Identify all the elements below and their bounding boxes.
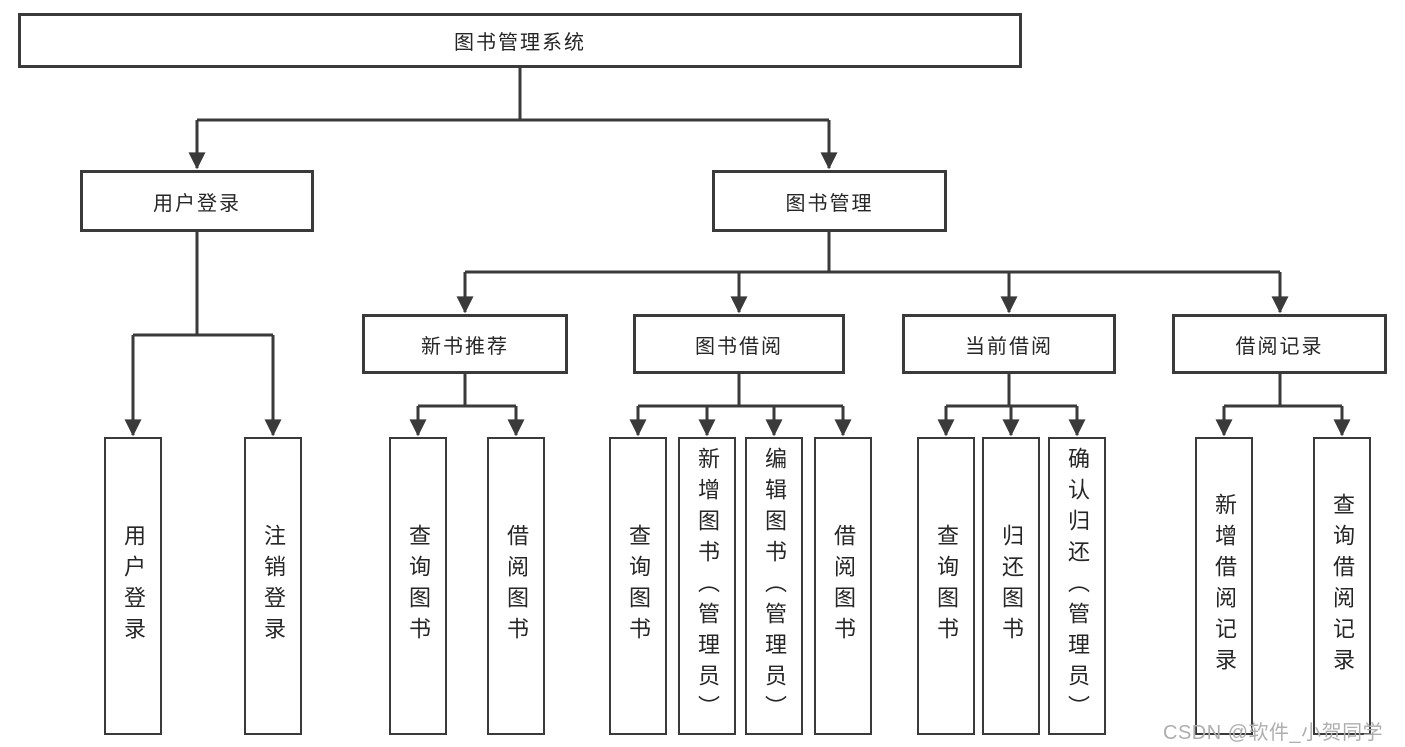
leaf-borrow-books-recommend: 借阅图书 bbox=[487, 437, 545, 735]
node-label: 新书推荐 bbox=[421, 335, 509, 358]
node-label: 当前借阅 bbox=[965, 335, 1053, 358]
node-label: 借阅记录 bbox=[1235, 335, 1324, 358]
leaf-label: 查询借阅记录 bbox=[1330, 493, 1355, 679]
node-new-book-recommendation: 新书推荐 bbox=[362, 314, 568, 374]
node-label: 图书借阅 bbox=[695, 335, 783, 358]
node-current-borrowing: 当前借阅 bbox=[902, 314, 1116, 374]
leaf-query-borrow-record: 查询借阅记录 bbox=[1313, 437, 1371, 735]
node-label: 图书管理 bbox=[785, 192, 874, 215]
leaf-add-books-admin: 新增图书（管理员） bbox=[678, 437, 736, 735]
node-user-login: 用户登录 bbox=[80, 170, 314, 232]
leaf-edit-books-admin: 编辑图书（管理员） bbox=[745, 437, 803, 735]
leaf-label: 注销登录 bbox=[261, 524, 286, 648]
leaf-label: 借阅图书 bbox=[831, 524, 856, 648]
leaf-query-books-borrowing: 查询图书 bbox=[609, 437, 667, 735]
node-borrowing-records: 借阅记录 bbox=[1172, 314, 1387, 374]
node-label: 用户登录 bbox=[153, 192, 241, 215]
leaf-query-books-current: 查询图书 bbox=[917, 437, 975, 735]
leaf-label: 查询图书 bbox=[406, 524, 431, 648]
node-label: 图书管理系统 bbox=[454, 32, 586, 54]
leaf-label: 新增图书（管理员） bbox=[695, 446, 720, 726]
leaf-label: 编辑图书（管理员） bbox=[762, 446, 787, 726]
leaf-user-login: 用户登录 bbox=[104, 437, 162, 735]
leaf-label: 用户登录 bbox=[121, 524, 146, 648]
leaf-add-borrow-record: 新增借阅记录 bbox=[1195, 437, 1253, 735]
leaf-borrow-books: 借阅图书 bbox=[814, 437, 872, 735]
leaf-return-books: 归还图书 bbox=[982, 437, 1040, 735]
leaf-query-books-recommend: 查询图书 bbox=[389, 437, 447, 735]
csdn-watermark: CSDN @软件_小贺同学 bbox=[1163, 722, 1384, 744]
leaf-label: 归还图书 bbox=[999, 524, 1024, 648]
leaf-label: 查询图书 bbox=[934, 524, 959, 648]
leaf-label: 查询图书 bbox=[626, 524, 651, 648]
node-book-borrowing: 图书借阅 bbox=[633, 314, 845, 374]
node-root-library-management-system: 图书管理系统 bbox=[18, 13, 1022, 68]
node-book-management: 图书管理 bbox=[712, 170, 947, 232]
leaf-logout-login: 注销登录 bbox=[244, 437, 302, 735]
leaf-label: 借阅图书 bbox=[504, 524, 529, 648]
leaf-label: 新增借阅记录 bbox=[1212, 493, 1237, 679]
leaf-label: 确认归还（管理员） bbox=[1065, 446, 1090, 726]
leaf-confirm-return-admin: 确认归还（管理员） bbox=[1048, 437, 1106, 735]
